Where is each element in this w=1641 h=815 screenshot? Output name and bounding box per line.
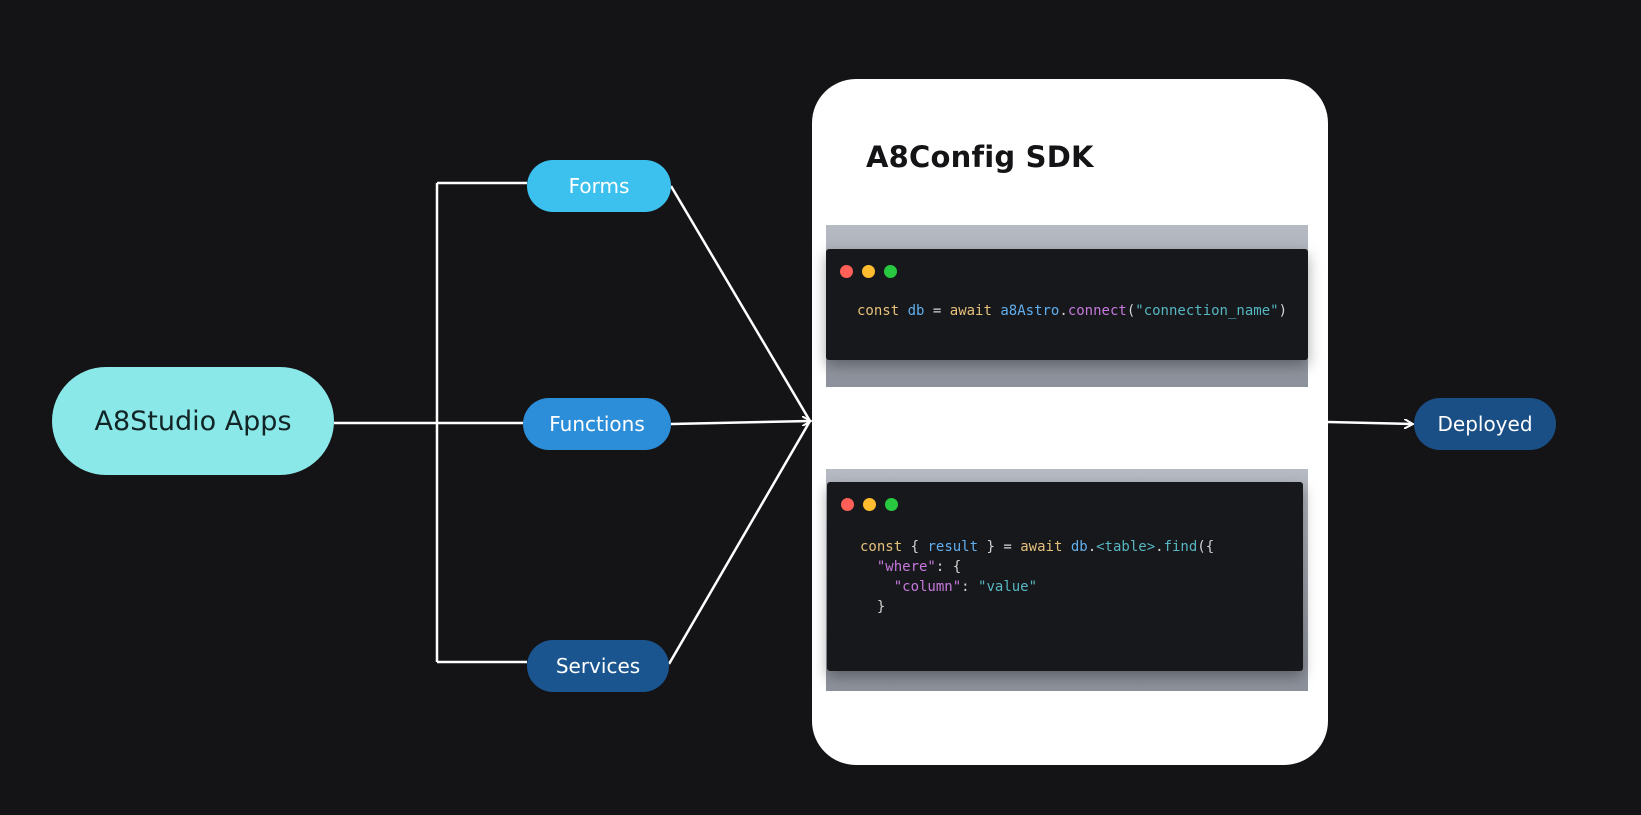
connector-functions-to-sdk [670, 421, 810, 424]
sdk-title: A8Config SDK [866, 140, 1094, 174]
connector-forms-to-sdk [669, 185, 812, 422]
node-forms: Forms [527, 160, 671, 212]
code-token: db [907, 303, 925, 319]
code-token: { [910, 539, 920, 555]
close-dot-icon [841, 498, 854, 511]
code-token: await [1020, 539, 1063, 555]
code-token: . [1155, 539, 1164, 555]
maximize-dot-icon [884, 265, 897, 278]
window-controls [840, 265, 897, 278]
code-token: : [961, 579, 970, 595]
code-token: ({ [1197, 539, 1215, 555]
code-token: "connection_name" [1135, 303, 1279, 319]
maximize-dot-icon [885, 498, 898, 511]
code-token: <table> [1096, 539, 1156, 555]
node-functions: Functions [523, 398, 671, 450]
minimize-dot-icon [863, 498, 876, 511]
code-token: "value" [978, 579, 1038, 595]
code-window-find: const { result } = await db.<table>.find… [827, 482, 1303, 671]
code-token: . [1059, 303, 1068, 319]
code-token: ) [1278, 303, 1287, 319]
code-token: = [932, 303, 942, 319]
close-dot-icon [840, 265, 853, 278]
code-snippet-connect: const db = await a8Astro.connect("connec… [857, 301, 1287, 321]
code-token: ( [1126, 303, 1136, 319]
connector-sdk-to-deployed [1327, 422, 1412, 424]
code-token: const [860, 539, 903, 555]
node-a8studio-apps: A8Studio Apps [52, 367, 334, 475]
code-token: . [1087, 539, 1097, 555]
code-token: "column" [893, 579, 962, 595]
code-token: const [857, 303, 900, 319]
code-token: db [1070, 539, 1088, 555]
code-window-connect: const db = await a8Astro.connect("connec… [826, 249, 1308, 360]
code-token: : [935, 559, 945, 575]
node-services: Services [527, 640, 669, 692]
code-token: } [986, 539, 995, 555]
node-deployed: Deployed [1414, 398, 1556, 450]
code-token: } [876, 599, 886, 615]
code-token: a8Astro [1000, 303, 1060, 319]
code-token: "where" [876, 559, 936, 575]
code-token: { [952, 559, 962, 575]
code-snippet-find: const { result } = await db.<table>.find… [860, 537, 1214, 617]
code-token: = [1003, 539, 1012, 555]
code-token: result [927, 539, 979, 555]
connector-services-to-sdk [667, 420, 812, 665]
code-token: find [1163, 539, 1198, 555]
minimize-dot-icon [862, 265, 875, 278]
code-token: await [949, 303, 992, 319]
code-token: connect [1067, 303, 1127, 319]
window-controls [841, 498, 898, 511]
